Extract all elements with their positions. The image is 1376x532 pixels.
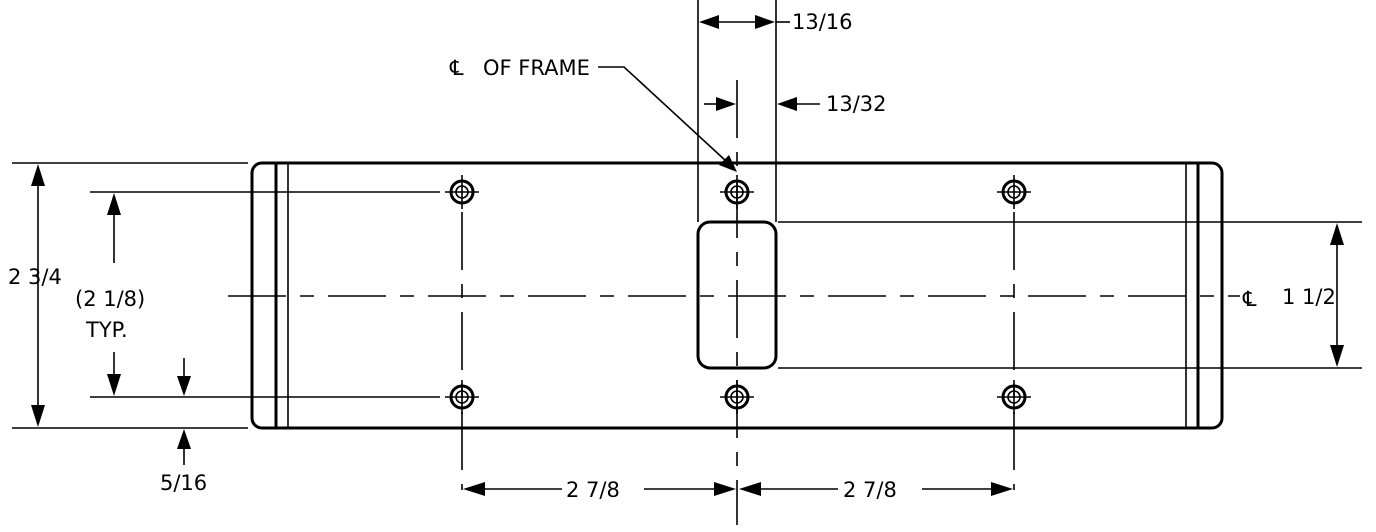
slot-width-dimension: 13/16 xyxy=(697,0,853,222)
hole-pitch-dimension-right: 2 7/8 xyxy=(739,478,1013,502)
edge-to-hole-label: 5/16 xyxy=(160,471,207,495)
slot-width-label: 13/16 xyxy=(792,10,853,34)
center-lines xyxy=(228,80,1240,525)
mounting-hole xyxy=(445,380,479,414)
mounting-hole xyxy=(445,175,479,209)
overall-height-label: 2 3/4 xyxy=(8,265,62,289)
mounting-hole xyxy=(720,175,754,209)
centerline-of-frame-symbol: ℄ xyxy=(449,56,464,80)
left-hole-pitch-label: 2 7/8 xyxy=(566,478,620,502)
hole-spacing-label: (2 1/8) xyxy=(75,287,145,311)
centerline-of-frame-label: OF FRAME xyxy=(483,56,590,80)
centerline-symbol: ℄ xyxy=(1242,287,1257,311)
mounting-hole xyxy=(720,380,754,414)
center-of-frame-leader: ℄ OF FRAME xyxy=(449,56,737,172)
edge-to-hole-dimension: 5/16 xyxy=(160,358,207,495)
hole-pitch-dimension-left: 2 7/8 xyxy=(463,478,736,502)
hole-spacing-dimension: (2 1/8) TYP. xyxy=(75,191,440,398)
hole-spacing-note: TYP. xyxy=(85,318,128,342)
slot-half-width-dimension: 13/32 xyxy=(704,92,887,116)
mounting-hole xyxy=(997,175,1031,209)
slot-height-label: 1 1/2 xyxy=(1282,285,1336,309)
overall-height-dimension: 2 3/4 xyxy=(8,162,248,429)
right-hole-pitch-label: 2 7/8 xyxy=(843,478,897,502)
slot-half-width-label: 13/32 xyxy=(826,92,887,116)
slot-height-dimension: 1 1/2 xyxy=(778,221,1362,369)
mounting-hole xyxy=(997,380,1031,414)
